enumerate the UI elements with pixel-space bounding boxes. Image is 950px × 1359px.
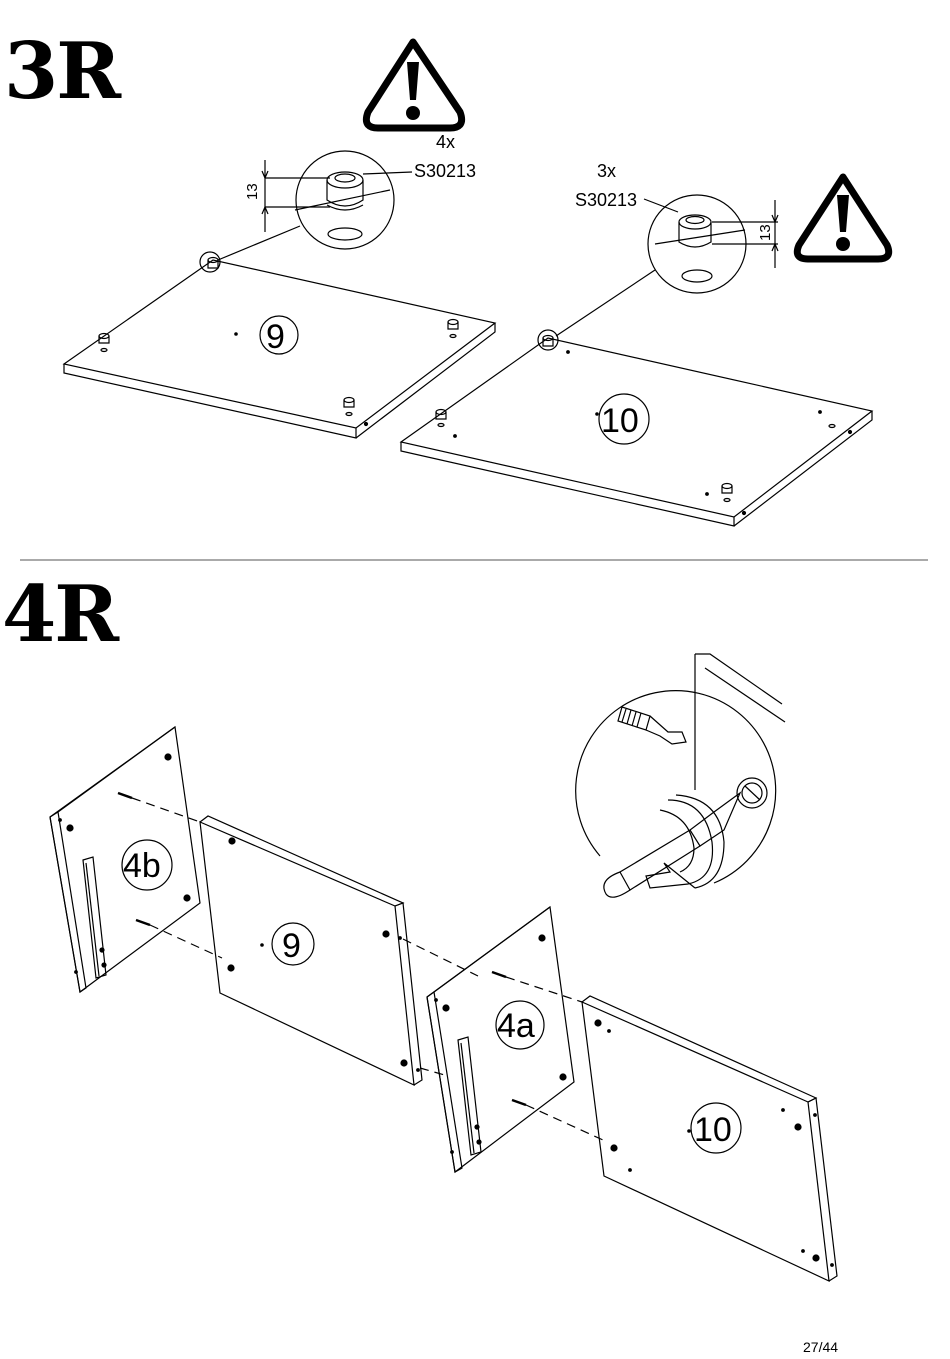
cam-lock-fitting-icon — [327, 172, 363, 240]
rotate-arrow-icon — [646, 795, 724, 888]
alignment-lines-left — [132, 798, 478, 1076]
warning-icon — [797, 177, 888, 259]
right-dim-value: 13 — [757, 224, 774, 241]
page-number: 27/44 — [803, 1339, 838, 1355]
label-10: 10 — [694, 1111, 732, 1149]
left-callout: 4x S30213 13 — [200, 132, 476, 272]
panel-9-step3: 9 — [64, 258, 495, 439]
step-4-title: 4R — [2, 569, 120, 660]
label-4b: 4b — [123, 847, 161, 885]
left-dim-value: 13 — [244, 183, 261, 200]
panel-9-label: 9 — [266, 318, 285, 356]
right-callout: 3x S30213 13 — [538, 161, 778, 350]
warning-icon — [366, 42, 461, 128]
right-callout-code: S30213 — [575, 190, 637, 210]
dowel-icon — [618, 707, 686, 744]
label-4a: 4a — [497, 1007, 535, 1045]
side-panel-4b: 4b — [50, 727, 200, 992]
panel-10-label: 10 — [601, 402, 639, 440]
panel-10-step3: 10 — [401, 336, 872, 527]
side-panel-4a: 4a — [427, 907, 574, 1172]
left-callout-qty: 4x — [436, 132, 455, 152]
left-callout-code: S30213 — [414, 161, 476, 181]
right-callout-qty: 3x — [597, 161, 616, 181]
screwdriver-icon — [604, 793, 740, 897]
screwdriver-detail — [576, 654, 785, 897]
label-9: 9 — [282, 927, 301, 965]
cam-lock-fitting-icon — [737, 778, 767, 808]
step-3-title: 3R — [4, 26, 122, 117]
panel-9-step4: 9 — [200, 816, 422, 1085]
cam-lock-fitting-icon — [679, 215, 712, 282]
panel-10-step4: 10 — [582, 996, 837, 1281]
